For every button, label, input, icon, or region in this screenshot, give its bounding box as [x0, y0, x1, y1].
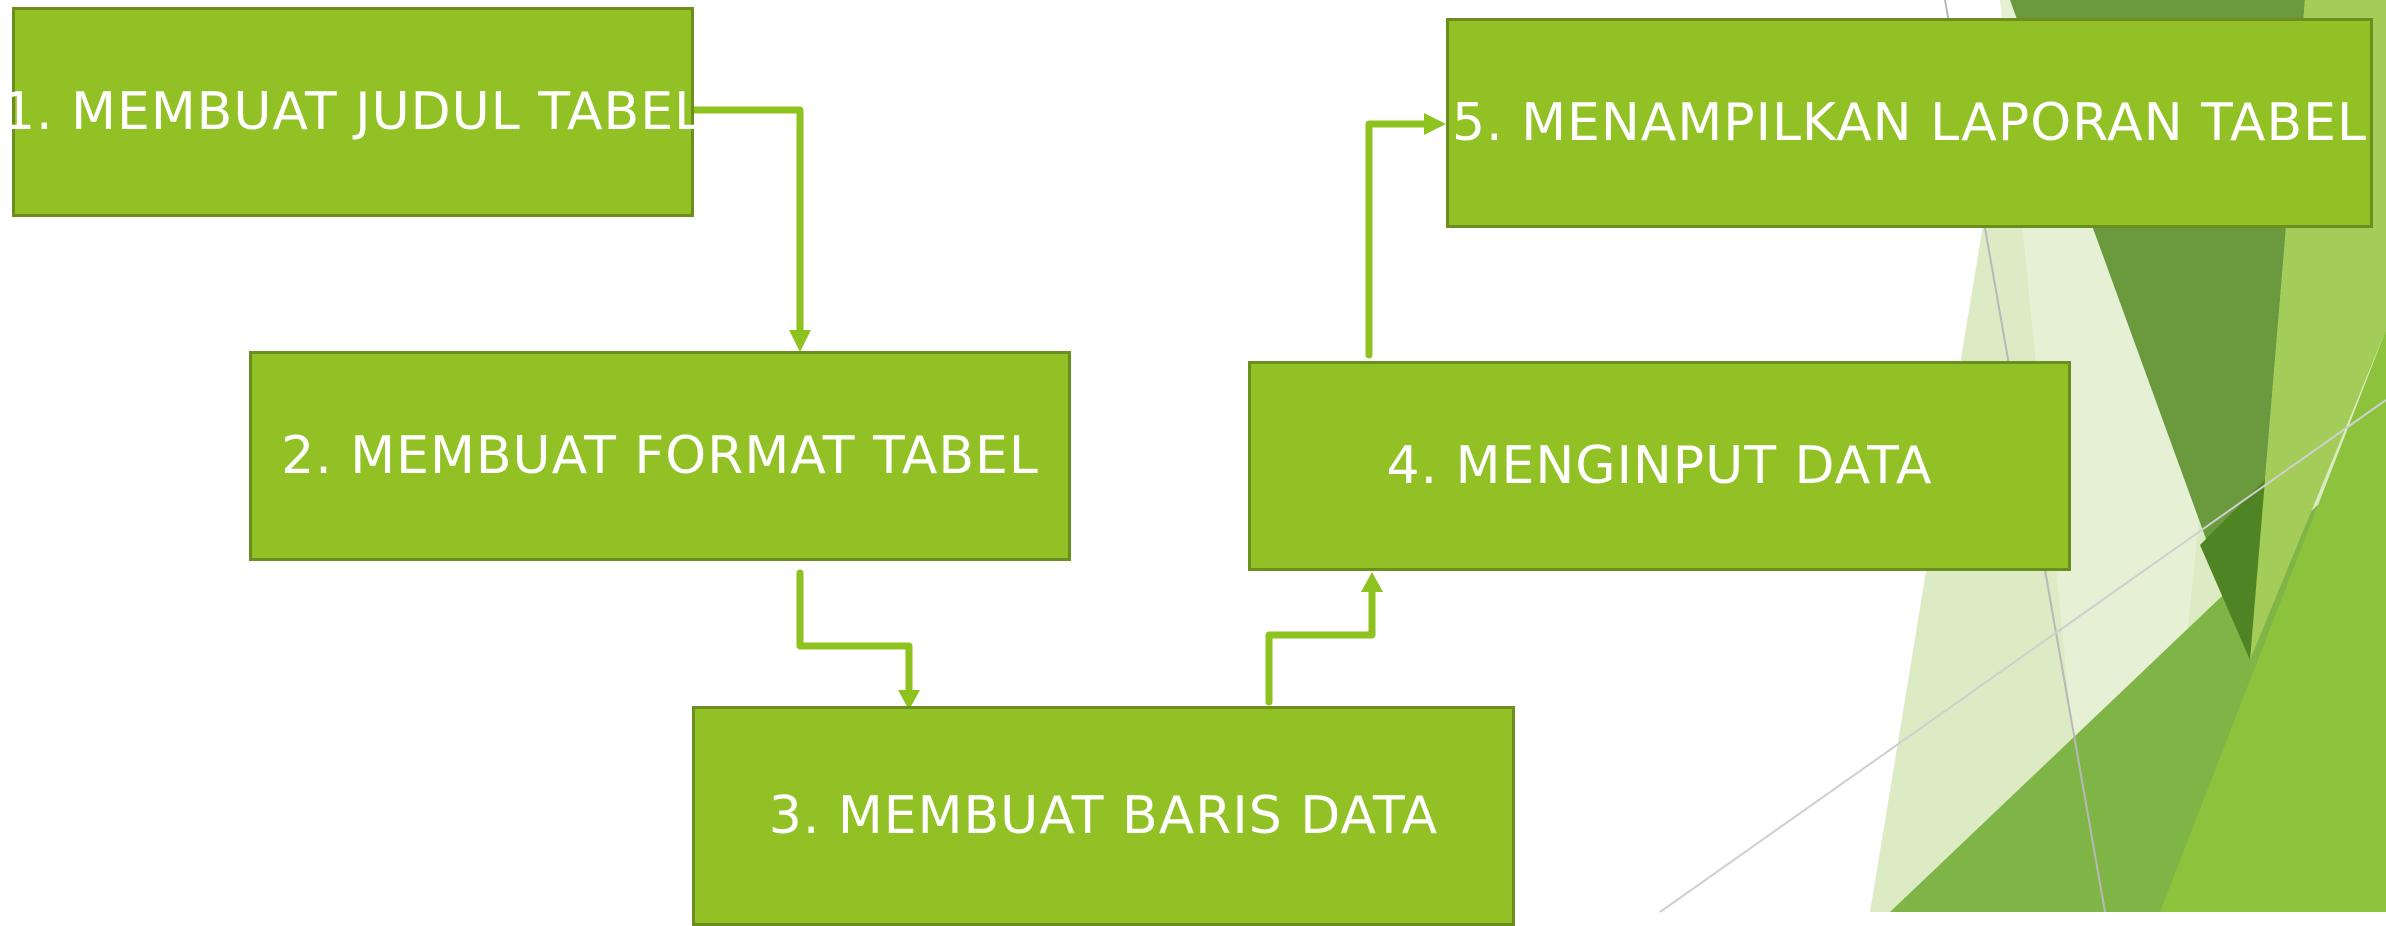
step-2-box: 2. MEMBUAT FORMAT TABEL: [249, 351, 1071, 561]
step-3-box: 3. MEMBUAT BARIS DATA: [692, 706, 1515, 926]
step-2-label: 2. MEMBUAT FORMAT TABEL: [281, 426, 1039, 486]
bg-facet-green: [2160, 330, 2386, 912]
step-4-label: 4. MENGINPUT DATA: [1386, 436, 1933, 496]
step-5-box: 5. MENAMPILKAN LAPORAN TABEL: [1446, 18, 2373, 228]
step-3-label: 3. MEMBUAT BARIS DATA: [768, 786, 1439, 846]
step-1-box: 1. MEMBUAT JUDUL TABEL: [2, 7, 703, 217]
bg-line-2: [1659, 399, 2386, 913]
step-1-label: 1. MEMBUAT JUDUL TABEL: [1, 82, 705, 142]
step-4-box: 4. MENGINPUT DATA: [1248, 361, 2071, 571]
step-5-label: 5. MENAMPILKAN LAPORAN TABEL: [1452, 93, 2367, 153]
